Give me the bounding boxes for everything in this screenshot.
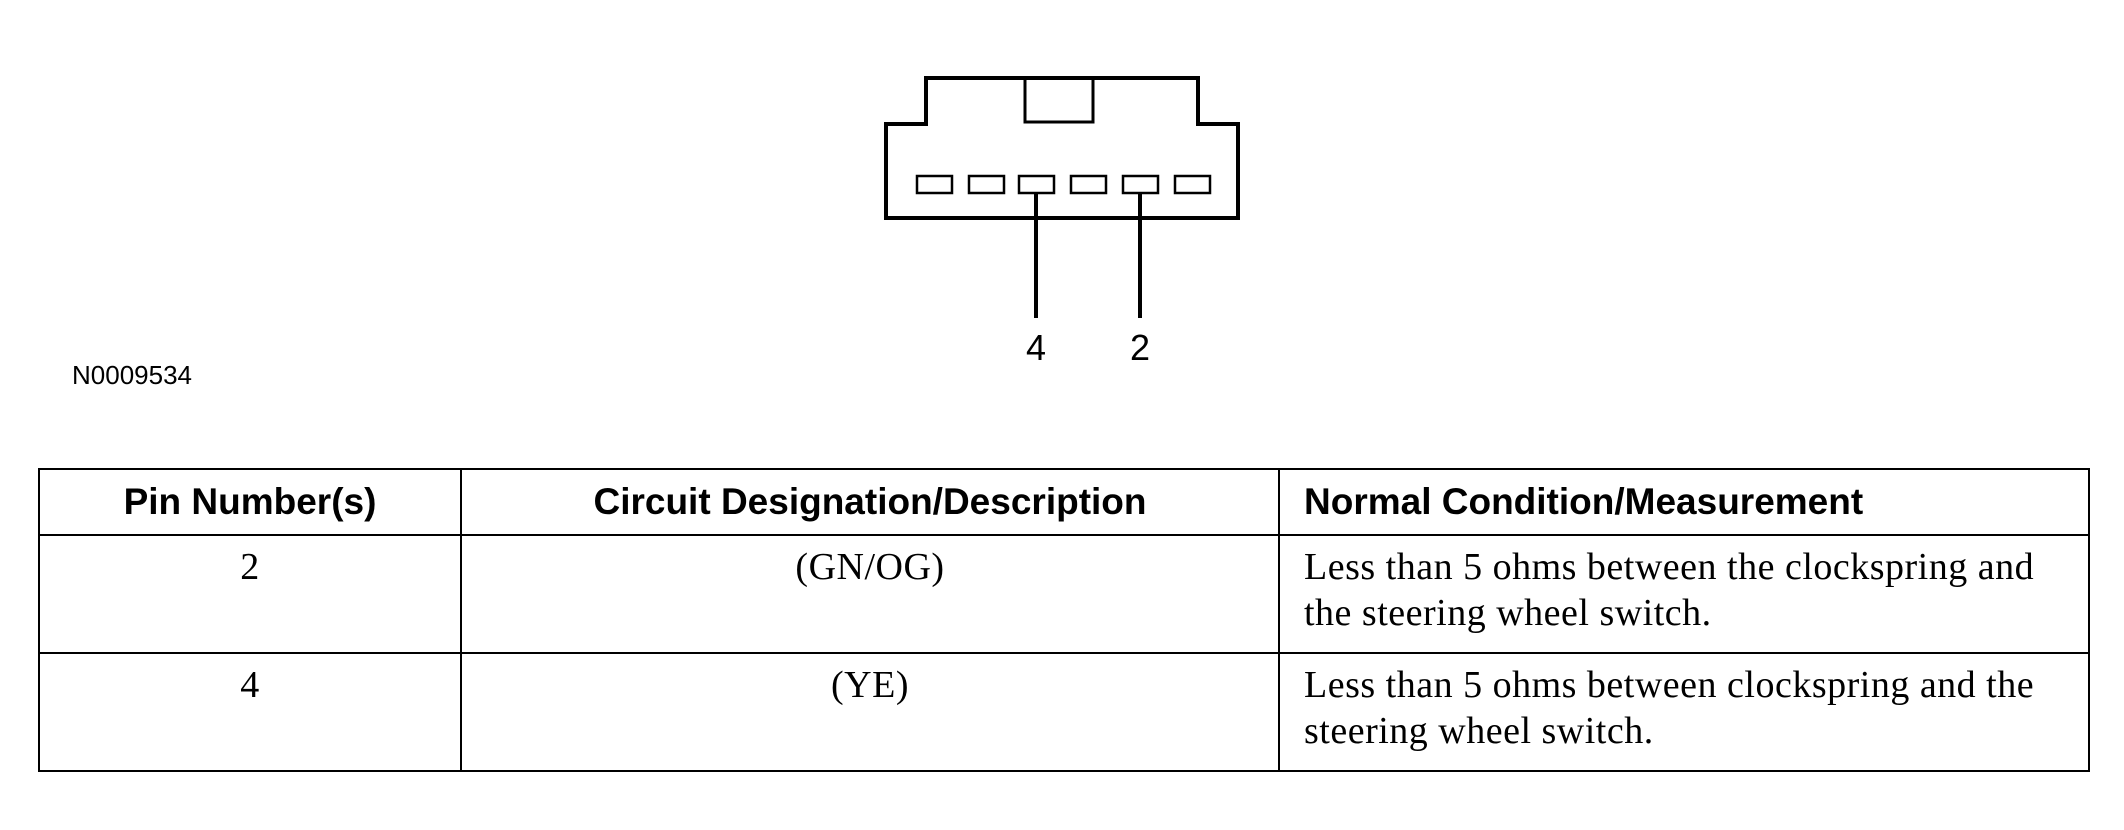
terminal-cavity bbox=[1069, 174, 1108, 195]
pin-number-cell: 2 bbox=[38, 534, 462, 654]
pin-4-callout: 4 bbox=[1026, 327, 1046, 368]
connector-housing bbox=[884, 76, 1240, 220]
terminal-cavity bbox=[915, 174, 954, 195]
circuit-cell: (GN/OG) bbox=[460, 534, 1280, 654]
circuit-cell: (YE) bbox=[460, 652, 1280, 772]
connector-diagram: 4 2 bbox=[884, 76, 1240, 368]
connector-locking-tab bbox=[1023, 76, 1095, 124]
table-row: 2 (GN/OG) Less than 5 ohms between the c… bbox=[38, 534, 2090, 654]
table-row: 4 (YE) Less than 5 ohms between clockspr… bbox=[38, 652, 2090, 772]
figure-id: N0009534 bbox=[72, 360, 192, 390]
pin-number-cell: 4 bbox=[38, 652, 462, 772]
column-header-circuit: Circuit Designation/Description bbox=[460, 468, 1280, 536]
pin-2-callout: 2 bbox=[1130, 327, 1150, 368]
condition-cell: Less than 5 ohms between the clockspring… bbox=[1278, 534, 2090, 654]
column-header-condition: Normal Condition/Measurement bbox=[1278, 468, 2090, 536]
column-header-pin-numbers: Pin Number(s) bbox=[38, 468, 462, 536]
terminal-cavity-pin-2 bbox=[1121, 174, 1160, 195]
terminal-cavity bbox=[1173, 174, 1212, 195]
table-header-row: Pin Number(s) Circuit Designation/Descri… bbox=[38, 468, 2090, 536]
terminal-cavity bbox=[967, 174, 1006, 195]
terminal-cavity-pin-4 bbox=[1017, 174, 1056, 195]
condition-cell: Less than 5 ohms between clockspring and… bbox=[1278, 652, 2090, 772]
pin-table: Pin Number(s) Circuit Designation/Descri… bbox=[38, 468, 2090, 772]
